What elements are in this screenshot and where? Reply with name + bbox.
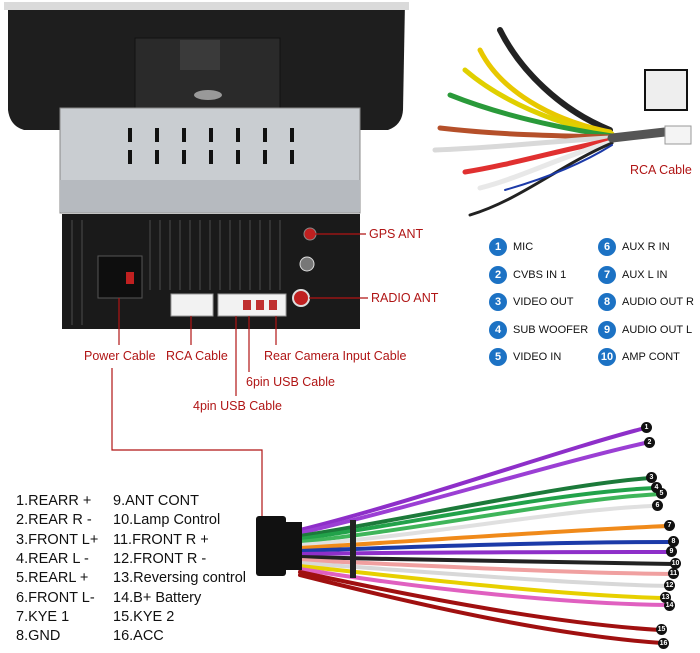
number-badge-icon: 3 xyxy=(489,293,507,311)
number-badge-icon: 1 xyxy=(489,238,507,256)
rca-legend-label: VIDEO OUT xyxy=(513,296,574,308)
wire-number-icon: 3 xyxy=(646,472,657,483)
chassis-vents xyxy=(128,128,294,164)
power-pin-item: 10.Lamp Control xyxy=(113,512,221,529)
power-pin-item: 2.REAR R - xyxy=(16,512,92,529)
rca-plug xyxy=(664,125,692,145)
rca-legend-label: VIDEO IN xyxy=(513,351,562,363)
number-badge-icon: 10 xyxy=(598,348,616,366)
rca-legend-item: 7 AUX L IN xyxy=(598,265,667,285)
power-pin-item: 9.ANT CONT xyxy=(113,493,199,509)
wire-number-icon: 4 xyxy=(651,482,662,493)
power-pin-item: 4.REAR L - xyxy=(16,550,89,567)
power-pin-item: 8.GND xyxy=(16,628,61,645)
rca-legend-label: CVBS IN 1 xyxy=(513,268,567,281)
number-badge-icon: 9 xyxy=(598,320,616,339)
rca-legend-label: AUDIO OUT L xyxy=(622,323,693,336)
rca-legend-label: AMP CONT xyxy=(622,351,680,363)
number-badge-icon: 4 xyxy=(489,320,507,339)
heatsink-fins xyxy=(71,220,281,325)
cable-tie xyxy=(350,520,356,578)
antenna-screw xyxy=(299,256,315,272)
wire-number-icon: 12 xyxy=(664,580,675,591)
rca-socket xyxy=(170,293,214,317)
number-badge-icon: 8 xyxy=(598,293,616,311)
rca-legend-item: 4 SUB WOOFER xyxy=(489,320,588,340)
harness-plug-neck xyxy=(286,522,302,570)
rca-legend-item: 6 AUX R IN xyxy=(598,237,670,257)
rca-legend-item: 3 VIDEO OUT xyxy=(489,292,574,312)
power-pin-item: 1.REARR + xyxy=(16,493,92,509)
screen-top-edge xyxy=(4,2,409,10)
power-harness-pointer xyxy=(111,368,263,522)
power-pin-item: 14.B+ Battery xyxy=(113,589,202,606)
rca-legend-item: 1 MIC xyxy=(489,237,533,257)
wire-number-icon: 15 xyxy=(656,624,667,635)
wire-number-icon: 1 xyxy=(641,422,652,433)
rear-camera-label: Rear Camera Input Cable xyxy=(264,349,407,363)
usb-camera-sockets xyxy=(217,293,287,317)
wire-number-icon: 6 xyxy=(652,500,663,511)
usb6-label: 6pin USB Cable xyxy=(246,375,335,389)
number-badge-icon: 6 xyxy=(598,238,616,256)
power-pin-item: 11.FRONT R + xyxy=(113,531,209,548)
rca-legend-item: 10 AMP CONT xyxy=(598,347,680,367)
rca-legend-item: 8 AUDIO OUT R xyxy=(598,292,694,312)
number-badge-icon: 7 xyxy=(598,265,616,284)
power-wires xyxy=(298,426,676,645)
rca-bundle xyxy=(432,27,670,217)
rca-legend-label: AUDIO OUT R xyxy=(622,296,694,308)
wire-number-icon: 5 xyxy=(656,488,667,499)
wire-number-icon: 2 xyxy=(644,437,655,448)
radio-port xyxy=(292,289,310,307)
power-pin-item: 13.Reversing control xyxy=(113,570,246,587)
power-socket xyxy=(97,255,143,299)
gps-port xyxy=(303,227,317,241)
power-socket-fuse xyxy=(126,272,134,284)
wire-number-icon: 8 xyxy=(668,536,679,547)
power-pin-item: 3.FRONT L+ xyxy=(16,531,99,548)
power-pin-item: 16.ACC xyxy=(113,628,164,645)
wire-number-icon: 11 xyxy=(668,568,679,579)
rca-legend-item: 5 VIDEO IN xyxy=(489,347,561,367)
number-badge-icon: 5 xyxy=(489,348,507,366)
wire-number-icon: 13 xyxy=(660,592,671,603)
rca-cable-label: RCA Cable xyxy=(166,349,228,363)
rca-legend-label: AUX L IN xyxy=(622,268,668,281)
rca-legend-item: 2 CVBS IN 1 xyxy=(489,265,566,285)
power-pin-item: 12.FRONT R - xyxy=(113,550,207,567)
rca-cable-top-label: RCA Cable xyxy=(630,163,692,177)
power-pin-item: 5.REARL + xyxy=(16,570,89,587)
radio-ant-label: RADIO ANT xyxy=(371,291,439,305)
wire-number-icon: 7 xyxy=(664,520,675,531)
power-pin-item: 15.KYE 2 xyxy=(113,608,175,625)
gps-ant-label: GPS ANT xyxy=(369,227,424,241)
rca-legend-label: SUB WOOFER xyxy=(513,323,589,336)
power-cable-label: Power Cable xyxy=(84,349,156,363)
wire-number-icon: 14 xyxy=(664,600,675,611)
mount-pivot xyxy=(180,40,220,70)
number-badge-icon: 2 xyxy=(489,265,507,284)
chassis-side xyxy=(60,180,360,212)
power-pin-item: 7.KYE 1 xyxy=(16,608,70,625)
rca-legend-label: AUX R IN xyxy=(622,241,670,253)
pivot-screw xyxy=(194,90,222,100)
usb4-label: 4pin USB Cable xyxy=(193,399,282,413)
rca-legend-item: 9 AUDIO OUT L xyxy=(598,320,692,340)
wire-number-icon: 16 xyxy=(658,638,669,649)
rca-connector-inset xyxy=(644,69,688,111)
harness-plug xyxy=(256,516,286,576)
wire-number-icon: 9 xyxy=(666,546,677,557)
rca-legend-label: MIC xyxy=(513,241,534,253)
wire-number-icon: 10 xyxy=(670,558,681,569)
power-pin-item: 6.FRONT L- xyxy=(16,589,95,606)
